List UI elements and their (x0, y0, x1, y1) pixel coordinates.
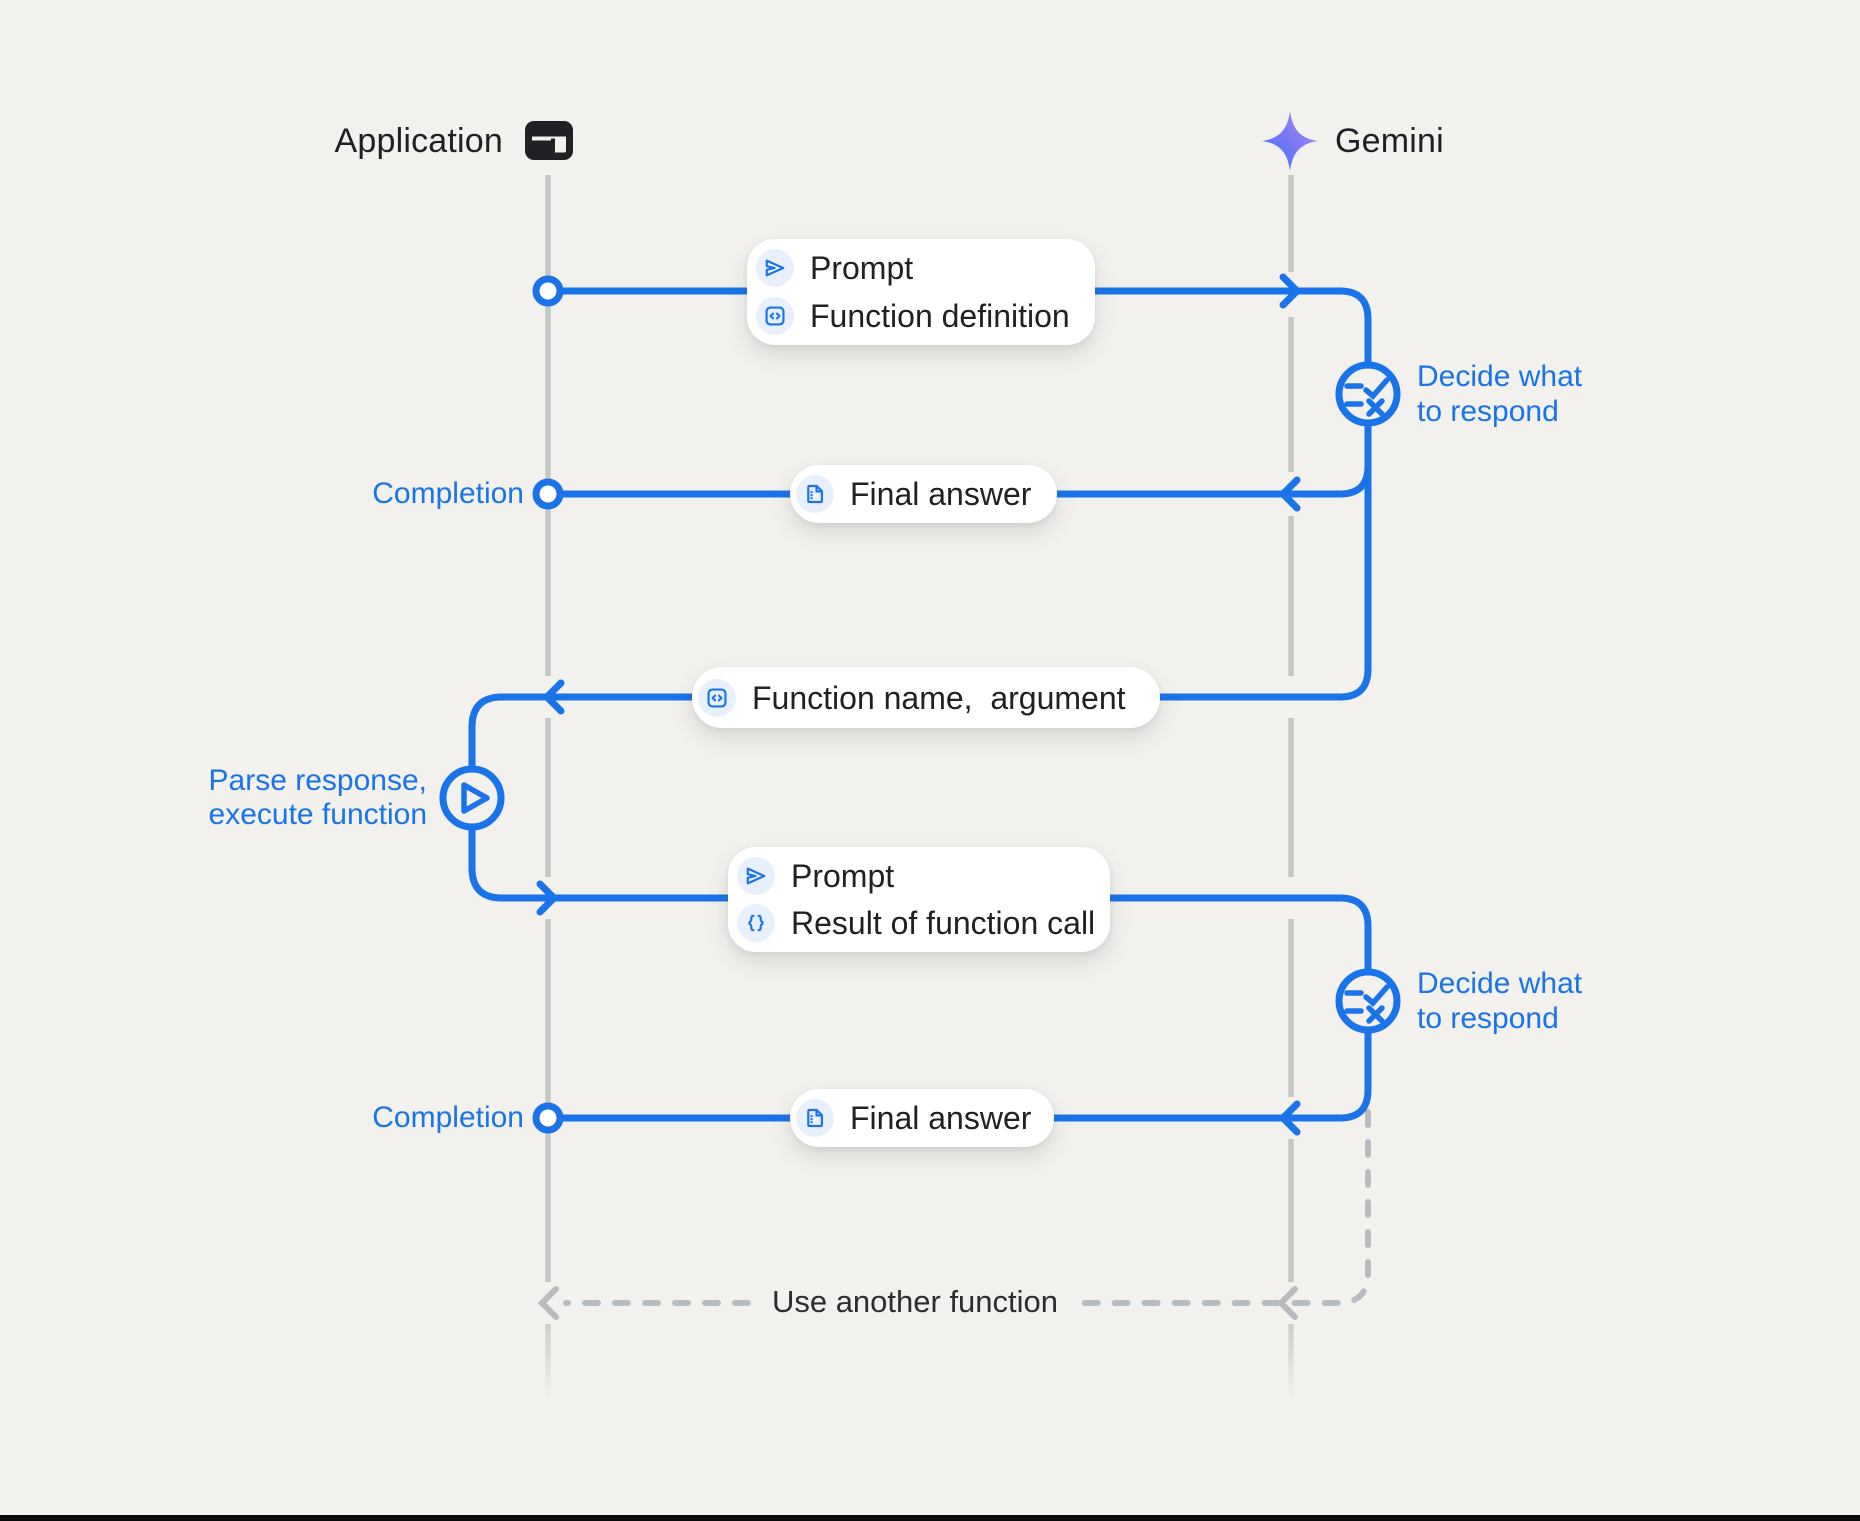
dashed-arrowhead-left-gemini (1276, 1286, 1298, 1320)
rule-icon (1335, 968, 1401, 1034)
braces-icon (737, 904, 775, 943)
message-label: Final answer (850, 476, 1032, 512)
message-row: Prompt (747, 249, 1095, 287)
completion-endpoint-circle-1 (532, 478, 564, 510)
rule-icon (1335, 361, 1401, 427)
actor-label-application: Application (334, 122, 503, 160)
label-line: execute function (208, 798, 427, 831)
message-card-final-answer-2: Final answer (790, 1089, 1054, 1147)
message-label: Prompt (791, 857, 895, 894)
message-row: Final answer (790, 1099, 1054, 1137)
message-label: Function name, argument (752, 679, 1126, 716)
dashed-arrowhead-left-application (537, 1286, 559, 1320)
completion-endpoint-circle-2 (532, 1102, 564, 1134)
endpoint-circles (532, 275, 564, 1134)
completion-label-2: Completion (372, 1101, 524, 1134)
parse-response-execute-function-label: Parse response, execute function (209, 764, 427, 832)
document-icon (796, 1099, 834, 1137)
message-row: Function definition (747, 297, 1095, 335)
arrowhead-left-row2 (1279, 476, 1301, 512)
label-line: to respond (1417, 395, 1559, 428)
message-card-prompt-function-definition: Prompt Function definition (747, 239, 1095, 345)
label-line: to respond (1417, 1002, 1559, 1035)
actor-label-gemini: Gemini (1335, 122, 1444, 160)
play-circle-icon (439, 765, 505, 831)
message-card-function-name-argument: Function name, argument (692, 667, 1160, 728)
message-row: Function name, argument (692, 678, 1160, 717)
use-another-function-dashed-path (537, 1109, 1371, 1320)
label-line: Parse response, (208, 764, 427, 797)
message-row: Prompt (728, 856, 1110, 895)
use-another-function-label: Use another function (771, 1284, 1059, 1319)
message-label: Function definition (810, 298, 1070, 334)
app-window-icon (525, 121, 573, 160)
arrowhead-right-row4 (536, 880, 558, 916)
arrowhead-left-row5 (1279, 1100, 1301, 1136)
message-label: Final answer (850, 1100, 1032, 1136)
message-row: Result of function call (728, 904, 1110, 943)
message-label: Prompt (810, 250, 914, 286)
message-row: Final answer (790, 475, 1057, 513)
start-endpoint-circle (532, 275, 564, 307)
decide-what-to-respond-label-2: Decide what to respond (1417, 966, 1582, 1036)
gemini-sparkle-icon (1262, 111, 1318, 171)
send-icon (737, 856, 775, 895)
document-icon (796, 475, 834, 513)
code-block-icon (756, 297, 794, 335)
message-card-prompt-result: Prompt Result of function call (728, 847, 1110, 952)
label-line: Decide what (1417, 967, 1583, 1000)
bottom-edge-bar (0, 1515, 1860, 1521)
message-label: Result of function call (791, 905, 1096, 942)
arrowhead-right-row1 (1279, 273, 1301, 309)
send-icon (756, 249, 794, 287)
label-line: Decide what (1417, 360, 1583, 393)
completion-label-1: Completion (372, 477, 524, 510)
code-block-icon (698, 678, 736, 717)
arrowhead-left-row3 (543, 679, 565, 715)
message-card-final-answer-1: Final answer (790, 465, 1057, 523)
decide-what-to-respond-label-1: Decide what to respond (1417, 359, 1582, 429)
